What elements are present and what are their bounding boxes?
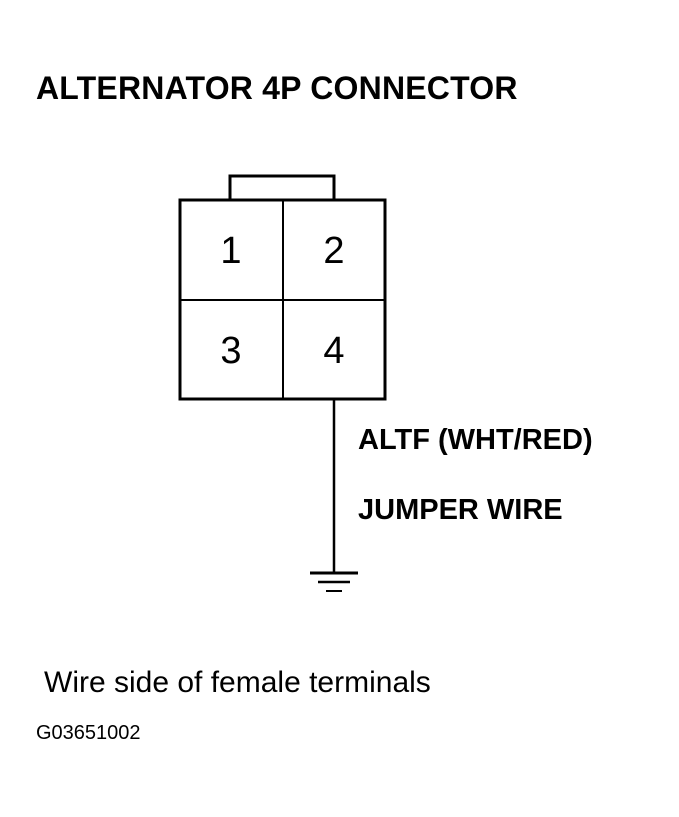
- ground-symbol-icon: [310, 571, 358, 592]
- connector-lock-tab: [228, 174, 336, 200]
- wire-altf-label: ALTF (WHT/RED): [358, 424, 593, 456]
- jumper-wire-label: JUMPER WIRE: [358, 494, 563, 526]
- figure-id: G03651002: [36, 722, 141, 744]
- pin-1-label: 1: [220, 230, 241, 272]
- diagram-title: ALTERNATOR 4P CONNECTOR: [36, 70, 518, 106]
- pin-2-label: 2: [323, 230, 344, 272]
- pin-4-label: 4: [323, 330, 344, 372]
- diagram-caption: Wire side of female terminals: [44, 666, 431, 699]
- pin-3-label: 3: [220, 330, 241, 372]
